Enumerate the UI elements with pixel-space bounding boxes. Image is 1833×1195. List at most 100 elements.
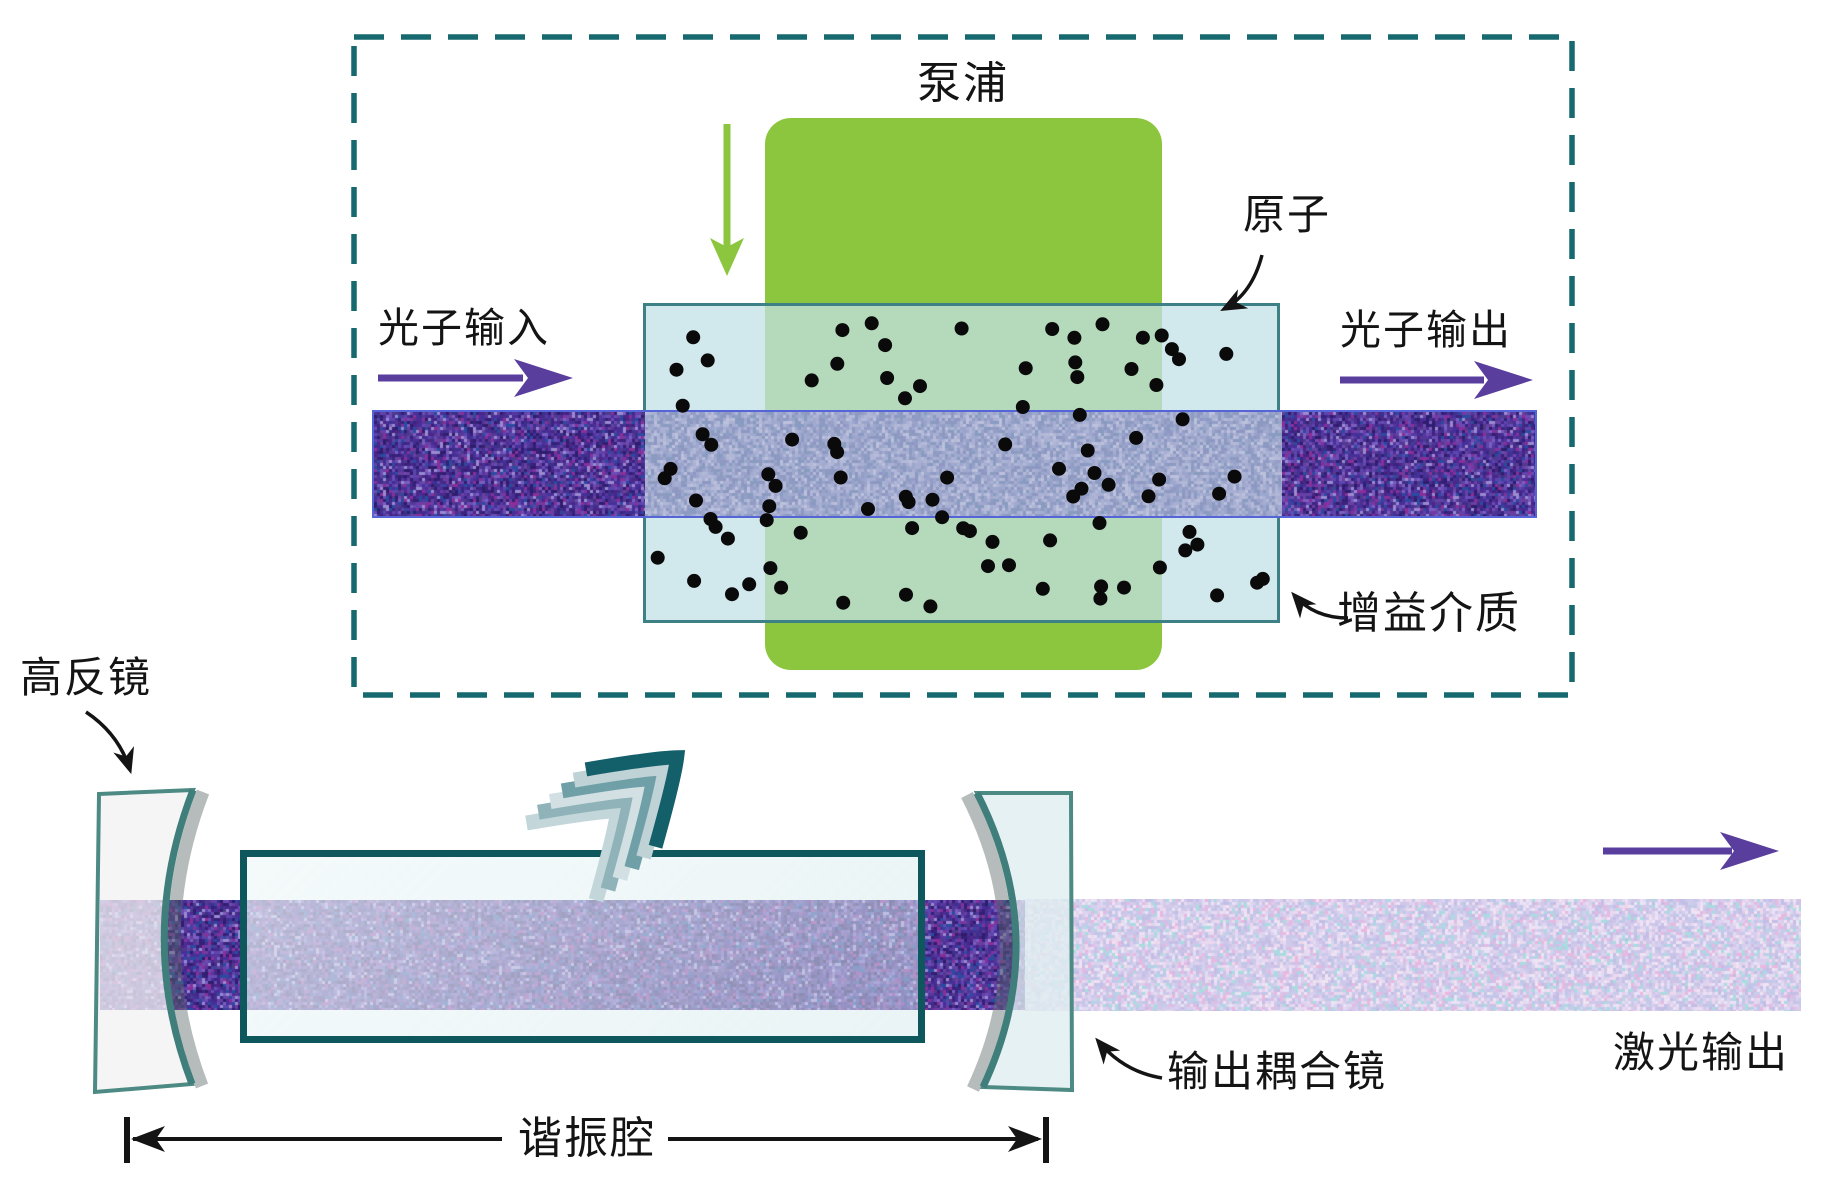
atom-dot xyxy=(954,321,969,336)
laser-output-beam xyxy=(1025,899,1801,1011)
atom-dot xyxy=(804,373,819,388)
atom-dot xyxy=(981,559,995,574)
atom-dot xyxy=(725,587,739,602)
atom-dot xyxy=(1190,537,1205,552)
atom-dot xyxy=(899,587,913,602)
atom-dot xyxy=(663,461,678,476)
photon-output-label: 光子输出 xyxy=(1340,307,1512,353)
atom-dot xyxy=(1002,558,1016,573)
atom-dot xyxy=(985,534,1000,549)
atom-dot xyxy=(703,512,718,526)
atom-dot xyxy=(1129,430,1144,445)
atom-dot xyxy=(1052,461,1066,476)
atom-dot xyxy=(650,550,665,565)
high-reflector-label: 高反镜 xyxy=(20,654,153,701)
atom-dot xyxy=(1095,317,1110,332)
atom-dot xyxy=(686,330,701,345)
atom-dot xyxy=(1124,362,1139,376)
atom-dot xyxy=(1152,560,1167,575)
atom-dot xyxy=(1141,489,1156,504)
photon-beam-right-segment xyxy=(1282,412,1535,516)
atoms-dots-layer xyxy=(650,316,1270,614)
atom-dot xyxy=(1172,352,1186,367)
atom-dot xyxy=(1066,489,1081,504)
atom-dot xyxy=(935,510,950,525)
atom-annotation-arrow xyxy=(1220,254,1264,312)
atom-dot xyxy=(833,470,848,485)
atom-dot xyxy=(925,492,940,507)
atom-dot xyxy=(913,379,927,394)
atom-dot xyxy=(1068,355,1083,370)
pump-arrow-icon xyxy=(710,124,744,276)
atom-dot xyxy=(1175,412,1190,427)
atom-dot xyxy=(880,371,895,385)
photon-input-label: 光子输入 xyxy=(378,305,550,351)
atom-dot xyxy=(1219,346,1234,361)
laser-output-arrow-icon xyxy=(1603,832,1779,870)
atom-dot xyxy=(998,437,1013,452)
atom-dot xyxy=(1067,330,1082,345)
atom-label: 原子 xyxy=(1243,191,1332,238)
atom-dot xyxy=(1250,575,1265,590)
atom-dot xyxy=(878,338,893,353)
atom-dot xyxy=(898,489,913,504)
high-reflector-annotation-arrow xyxy=(85,710,135,775)
atom-dot xyxy=(1154,328,1169,343)
atom-dot xyxy=(898,391,912,406)
atom-dot xyxy=(1152,472,1167,487)
atom-dot xyxy=(759,513,774,528)
atom-dot xyxy=(956,521,971,536)
atom-dot xyxy=(827,436,842,451)
atom-dot xyxy=(785,432,800,447)
photon-output-arrow-icon xyxy=(1340,361,1533,399)
photon-beam-left-segment xyxy=(374,412,645,516)
atom-dot xyxy=(774,580,789,595)
atom-dot xyxy=(742,577,757,592)
atom-dot xyxy=(1117,580,1131,595)
atom-dot xyxy=(675,398,690,413)
output-coupler-label: 输出耦合镜 xyxy=(1167,1048,1388,1095)
atom-dot xyxy=(669,362,684,377)
atom-dot xyxy=(720,531,735,546)
atom-dot xyxy=(835,323,850,338)
atom-dot xyxy=(1212,486,1227,501)
atom-dot xyxy=(1045,322,1060,336)
pump-label: 泵浦 xyxy=(917,59,1009,108)
atom-dot xyxy=(704,437,719,452)
atom-dot xyxy=(687,573,702,588)
atom-dot xyxy=(1227,469,1242,484)
atom-dot xyxy=(923,599,938,614)
atom-dot xyxy=(793,525,808,540)
atom-dot xyxy=(1092,516,1107,530)
atom-dot xyxy=(1018,361,1033,376)
atom-dot xyxy=(1135,330,1150,345)
atom-dot xyxy=(1210,588,1225,603)
atom-dot xyxy=(1035,581,1050,596)
atom-dot xyxy=(762,499,777,514)
atom-dot xyxy=(1070,370,1085,385)
atom-dot xyxy=(1178,543,1193,558)
gain-medium-label: 增益介质 xyxy=(1337,589,1521,638)
atom-dot xyxy=(1043,533,1058,548)
atom-dot xyxy=(905,521,920,536)
atom-dot xyxy=(768,478,783,493)
atom-dot xyxy=(1072,407,1087,422)
atom-dot xyxy=(700,353,715,368)
atom-dot xyxy=(1080,443,1095,458)
atom-dot xyxy=(861,502,875,516)
atom-dot xyxy=(1015,400,1030,414)
atom-dot xyxy=(1094,579,1109,594)
photon-input-arrow-icon xyxy=(378,359,573,397)
atom-dot xyxy=(940,470,955,485)
atom-dot xyxy=(1101,477,1116,492)
atom-dot xyxy=(1182,524,1197,539)
atom-dot xyxy=(763,561,778,576)
cavity-gain-medium-box xyxy=(240,850,925,1043)
output-coupler-annotation-arrow xyxy=(1095,1037,1163,1080)
atom-dot xyxy=(1149,378,1164,392)
atom-dot xyxy=(864,316,879,331)
atom-dot xyxy=(830,356,845,371)
atom-dot xyxy=(1087,466,1102,480)
atom-dot xyxy=(761,467,776,482)
